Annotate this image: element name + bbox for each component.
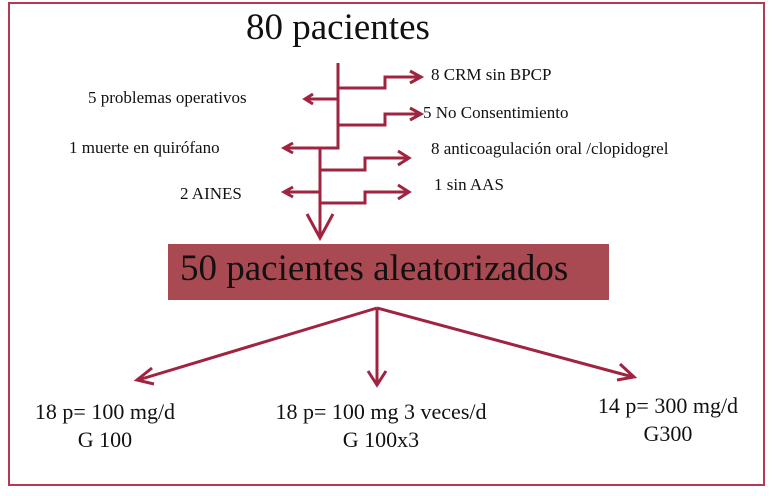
group-g100-dose: 18 p= 100 mg/d [34, 399, 176, 424]
group-g100x3: 18 p= 100 mg 3 veces/d G 100x3 [250, 398, 512, 454]
arrow-consent [338, 112, 420, 127]
arrow-g100-head [133, 366, 155, 386]
group-g300-dose: 14 p= 300 mg/d [597, 393, 739, 418]
group-g300: 14 p= 300 mg/d G300 [578, 392, 758, 448]
exclusion-label-anticoagulacion: 8 anticoagulación oral /clopidogrel [431, 139, 669, 158]
group-g100x3-name: G 100x3 [342, 427, 420, 452]
exclusion-label-operativos: 5 problemas operativos [88, 88, 247, 107]
arrow-down-to-box-head [305, 213, 335, 242]
trunk-upper [320, 63, 340, 150]
group-g300-name: G300 [643, 421, 693, 446]
randomized-box: 50 pacientes aleatorizados [168, 244, 609, 300]
arrow-aas [320, 190, 408, 205]
arrow-aas-head [397, 183, 412, 201]
arrow-g300 [376, 306, 634, 379]
exclusion-label-consentimiento: 5 No Consentimiento [423, 103, 569, 122]
arrow-aines-head [280, 185, 294, 199]
arrow-operativos-head [302, 92, 314, 106]
arrow-consent-head [409, 106, 425, 122]
total-patients-title: 80 pacientes [246, 7, 430, 48]
arrow-crm [338, 75, 420, 90]
arrow-muerte-head [280, 141, 294, 155]
group-g100x3-dose: 18 p= 100 mg 3 veces/d [275, 399, 487, 424]
group-g100-name: G 100 [77, 427, 133, 452]
arrow-g300-head [616, 362, 638, 382]
group-g100: 18 p= 100 mg/d G 100 [20, 398, 190, 454]
arrow-crm-head [409, 69, 425, 85]
diagram-frame [8, 2, 765, 486]
randomized-label: 50 pacientes aleatorizados [180, 248, 569, 289]
arrow-g100 [137, 306, 378, 382]
arrow-anticoag-head [397, 149, 412, 167]
exclusion-label-muerte: 1 muerte en quirófano [69, 138, 220, 157]
exclusion-label-crm: 8 CRM sin BPCP [431, 65, 552, 84]
arrow-g100x3-head [366, 370, 388, 388]
arrow-anticoag [320, 156, 408, 172]
exclusion-label-sin-aas: 1 sin AAS [434, 175, 504, 194]
exclusion-label-aines: 2 AINES [180, 184, 242, 203]
